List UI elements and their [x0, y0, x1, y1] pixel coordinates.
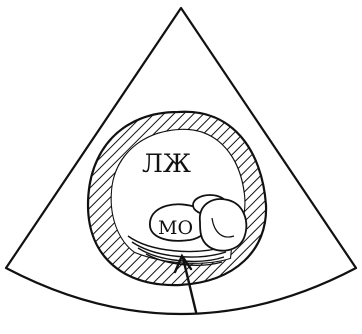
- label-mitral-orifice: МО: [158, 217, 193, 239]
- label-left-ventricle: ЛЖ: [142, 149, 191, 178]
